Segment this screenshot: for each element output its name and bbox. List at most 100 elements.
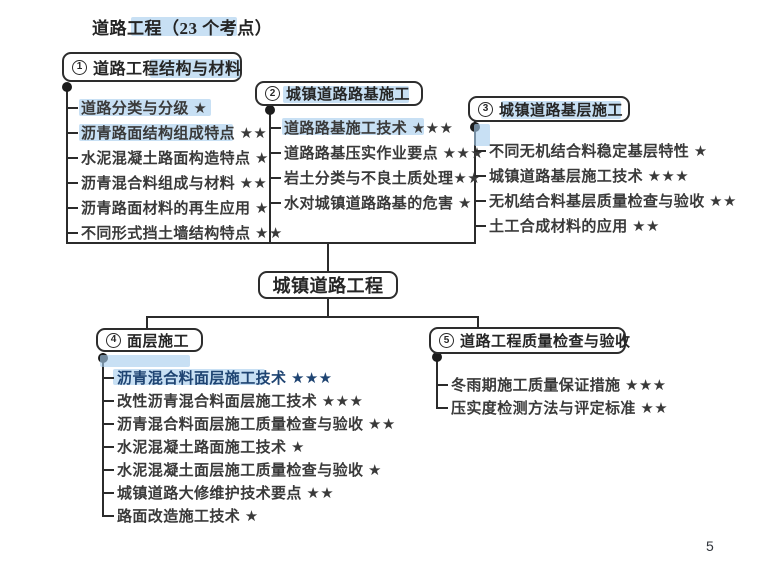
topic-item-label: 道路分类与分级 ★ <box>81 100 208 117</box>
branch-dot-icon <box>62 82 72 92</box>
topic-item: 道路路基压实作业要点 ★★★ <box>269 140 484 165</box>
branch-tick-icon <box>436 406 448 409</box>
branch-tick-icon <box>474 174 486 177</box>
connector-line <box>146 316 479 318</box>
section-box-structure-materials: 1 道路工程结构与材料 <box>62 52 242 82</box>
branch-tick-icon <box>66 106 78 109</box>
section-box-surface-layer: 4 面层施工 <box>96 328 203 352</box>
branch-tick-icon <box>102 514 114 517</box>
section-number-badge: 1 <box>72 59 87 75</box>
topic-item: 岩土分类与不良土质处理★★ <box>269 165 484 190</box>
topic-list-surface-layer: 沥青混合料面层施工技术 ★★★ 改性沥青混合料面层施工技术 ★★★ 沥青混合料面… <box>102 366 396 527</box>
topic-item: 城镇道路大修维护技术要点 ★★ <box>102 481 396 504</box>
branch-tick-icon <box>102 468 114 471</box>
topic-item-label: 城镇道路基层施工技术 ★★★ <box>489 168 690 185</box>
topic-item-label: 沥青路面结构组成特点 ★★ <box>81 125 268 142</box>
topic-item: 沥青路面材料的再生应用 ★ <box>66 195 283 220</box>
topic-item: 路面改造施工技术 ★ <box>102 504 396 527</box>
topic-item: 无机结合料基层质量检查与验收 ★★ <box>474 188 737 213</box>
topic-item: 水泥混凝土路面施工技术 ★ <box>102 435 396 458</box>
topic-item-label: 沥青混合料组成与材料 ★★ <box>81 175 268 192</box>
topic-item-label: 改性沥青混合料面层施工技术 ★★★ <box>117 393 364 410</box>
topic-item-label: 路面改造施工技术 ★ <box>117 508 259 525</box>
topic-item: 沥青混合料组成与材料 ★★ <box>66 170 283 195</box>
section-number-badge: 4 <box>106 332 121 348</box>
connector-line <box>436 353 438 408</box>
section-label: 道路工程质量检查与验收 <box>460 333 631 350</box>
branch-tick-icon <box>269 201 281 204</box>
branch-tick-icon <box>474 199 486 202</box>
branch-tick-icon <box>66 181 78 184</box>
branch-tick-icon <box>102 399 114 402</box>
topic-item-label: 无机结合料基层质量检查与验收 ★★ <box>489 193 737 210</box>
branch-tick-icon <box>269 151 281 154</box>
branch-tick-icon <box>102 491 114 494</box>
topic-list-base-layer: 不同无机结合料稳定基层特性 ★ 城镇道路基层施工技术 ★★★ 无机结合料基层质量… <box>474 138 737 238</box>
branch-tick-icon <box>66 206 78 209</box>
connector-line <box>66 84 68 243</box>
section-box-quality-inspection: 5 道路工程质量检查与验收 <box>429 327 630 354</box>
topic-item-label: 水泥混凝土路面施工技术 ★ <box>117 439 305 456</box>
topic-list-structure-materials: 道路分类与分级 ★ 沥青路面结构组成特点 ★★ 水泥混凝土路面构造特点 ★ 沥青… <box>66 95 283 245</box>
topic-item: 冬雨期施工质量保证措施 ★★★ <box>436 373 668 396</box>
topic-item-label: 土工合成材料的应用 ★★ <box>489 218 660 235</box>
section-number-badge: 3 <box>478 101 493 117</box>
section-box-base-layer-construction: 3 城镇道路基层施工 <box>468 96 630 122</box>
topic-item-label: 沥青混合料面层施工质量检查与验收 ★★ <box>117 416 396 433</box>
topic-list-quality-inspection: 冬雨期施工质量保证措施 ★★★ 压实度检测方法与评定标准 ★★ <box>436 373 668 419</box>
branch-tick-icon <box>269 176 281 179</box>
topic-item-label: 城镇道路大修维护技术要点 ★★ <box>117 485 335 502</box>
topic-item-label: 岩土分类与不良土质处理★★ <box>284 170 482 187</box>
branch-dot-icon <box>265 105 275 115</box>
topic-item: 沥青混合料面层施工技术 ★★★ <box>102 366 396 389</box>
topic-item-label: 压实度检测方法与评定标准 ★★ <box>451 400 669 417</box>
section-label: 面层施工 <box>127 332 190 350</box>
connector-line <box>102 353 104 516</box>
branch-tick-icon <box>102 445 114 448</box>
topic-item-label: 道路路基压实作业要点 ★★★ <box>284 145 485 162</box>
branch-tick-icon <box>436 383 448 386</box>
topic-item: 水对城镇道路路基的危害 ★ <box>269 190 484 215</box>
section-number-badge: 2 <box>265 86 280 101</box>
connector-line <box>477 316 479 328</box>
connector-line <box>327 242 329 272</box>
branch-tick-icon <box>269 126 281 129</box>
connector-line <box>327 298 329 317</box>
topic-item: 压实度检测方法与评定标准 ★★ <box>436 396 668 419</box>
branch-dot-icon <box>432 352 442 362</box>
root-node-label: 城镇道路工程 <box>272 276 384 296</box>
section-label: 城镇道路路基施工 <box>286 86 411 103</box>
topic-item: 不同形式挡土墙结构特点 ★★ <box>66 220 283 245</box>
branch-tick-icon <box>66 156 78 159</box>
connector-line <box>474 121 476 243</box>
topic-list-roadbed-construction: 道路路基施工技术 ★★★ 道路路基压实作业要点 ★★★ 岩土分类与不良土质处理★… <box>269 115 484 215</box>
topic-item: 沥青混合料面层施工质量检查与验收 ★★ <box>102 412 396 435</box>
topic-item-label: 水泥混凝土路面构造特点 ★ <box>81 150 269 167</box>
topic-item: 道路分类与分级 ★ <box>66 95 283 120</box>
topic-item: 道路路基施工技术 ★★★ <box>269 115 484 140</box>
branch-tick-icon <box>474 149 486 152</box>
branch-tick-icon <box>102 376 114 379</box>
topic-item-label: 沥青混合料面层施工技术 ★★★ <box>117 370 333 387</box>
topic-item-label: 沥青路面材料的再生应用 ★ <box>81 200 269 217</box>
branch-tick-icon <box>66 231 78 234</box>
section-label: 道路工程结构与材料 <box>93 61 242 78</box>
topic-item-label: 水泥混凝土面层施工质量检查与验收 ★ <box>117 462 382 479</box>
branch-dot-icon <box>98 353 108 363</box>
topic-item: 土工合成材料的应用 ★★ <box>474 213 737 238</box>
connector-line <box>66 242 476 244</box>
page-title: 道路工程（23 个考点） <box>92 19 273 38</box>
page-number: 5 <box>706 538 714 554</box>
topic-item-label: 冬雨期施工质量保证措施 ★★★ <box>451 377 667 394</box>
branch-tick-icon <box>474 224 486 227</box>
topic-item: 不同无机结合料稳定基层特性 ★ <box>474 138 737 163</box>
topic-item-label: 不同形式挡土墙结构特点 ★★ <box>81 225 283 242</box>
root-node-urban-road-engineering: 城镇道路工程 <box>258 271 398 299</box>
topic-item: 水泥混凝土面层施工质量检查与验收 ★ <box>102 458 396 481</box>
connector-line <box>146 316 148 329</box>
branch-tick-icon <box>102 422 114 425</box>
topic-item-label: 不同无机结合料稳定基层特性 ★ <box>489 143 708 160</box>
section-number-badge: 5 <box>439 333 454 348</box>
topic-item-label: 道路路基施工技术 ★★★ <box>284 120 454 137</box>
branch-tick-icon <box>66 131 78 134</box>
